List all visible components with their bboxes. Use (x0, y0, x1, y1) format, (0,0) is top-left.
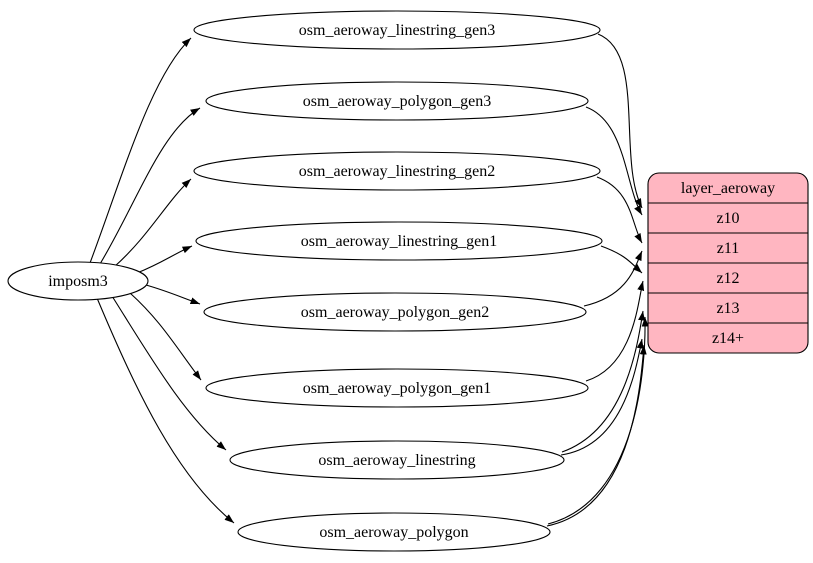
edge-imposm3-osm-aeroway-linestring-gen3 (89, 37, 192, 264)
table-node-shape (237, 512, 551, 552)
table-node-shape (205, 81, 589, 121)
table-node-label: osm_aeroway_polygon_gen2 (301, 304, 489, 321)
table-node-shape (193, 151, 601, 191)
edge-osm-aeroway-linestring-gen1-z12 (600, 245, 643, 274)
table-node-label: osm_aeroway_linestring_gen1 (301, 233, 497, 250)
layer-row-z11: z11 (717, 240, 740, 257)
layer-row-z10: z10 (716, 210, 739, 227)
edge-osm-aeroway-linestring-gen3-z10 (597, 33, 643, 209)
table-node-osm-aeroway-linestring-gen2: osm_aeroway_linestring_gen2 (193, 151, 601, 191)
source-node-label: imposm3 (48, 273, 108, 290)
edge-osm-aeroway-polygon-gen3-z10 (585, 106, 643, 216)
table-node-osm-aeroway-linestring-gen1: osm_aeroway_linestring_gen1 (195, 221, 603, 261)
layer-node-title: layer_aeroway (681, 180, 775, 197)
edge-imposm3-osm-aeroway-linestring-gen1 (136, 245, 193, 274)
table-node-osm-aeroway-linestring: osm_aeroway_linestring (229, 440, 565, 480)
table-node-osm-aeroway-linestring-gen3: osm_aeroway_linestring_gen3 (193, 10, 601, 50)
edge-osm-aeroway-linestring-z14 (560, 338, 644, 456)
table-node-osm-aeroway-polygon: osm_aeroway_polygon (237, 512, 551, 552)
layer-row-z14: z14+ (712, 330, 744, 347)
edge-osm-aeroway-linestring-z13 (561, 310, 646, 453)
layer-row-z13: z13 (716, 300, 739, 317)
source-node-shape (7, 261, 149, 301)
table-node-shape (195, 221, 603, 261)
table-node-osm-aeroway-polygon-gen1: osm_aeroway_polygon_gen1 (205, 368, 589, 408)
table-node-shape (229, 440, 565, 480)
edge-osm-aeroway-polygon-gen1-z12 (585, 280, 645, 382)
edge-imposm3-osm-aeroway-linestring-gen2 (113, 178, 192, 268)
edge-imposm3-osm-aeroway-polygon-gen3 (99, 107, 201, 265)
table-node-label: osm_aeroway_polygon_gen1 (303, 380, 491, 397)
edge-osm-aeroway-polygon-z13 (547, 316, 649, 525)
edge-osm-aeroway-polygon-gen2-z11 (583, 250, 643, 307)
source-node-imposm3: imposm3 (7, 261, 149, 301)
edge-osm-aeroway-linestring-gen2-z11 (596, 176, 643, 244)
table-node-label: osm_aeroway_linestring_gen3 (299, 22, 495, 39)
table-node-shape (205, 368, 589, 408)
table-node-label: osm_aeroway_linestring_gen2 (299, 163, 495, 180)
table-node-label: osm_aeroway_polygon_gen3 (303, 93, 491, 110)
table-node-osm-aeroway-polygon-gen2: osm_aeroway_polygon_gen2 (203, 292, 587, 332)
layer-row-z12: z12 (716, 270, 739, 287)
edge-imposm3-osm-aeroway-polygon-gen2 (145, 284, 201, 305)
table-node-label: osm_aeroway_polygon (319, 524, 468, 541)
table-node-shape (193, 10, 601, 50)
layer-node-layer-aeroway: layer_aeroway z10 z11 z12 z13 z14+ (647, 172, 809, 354)
edge-imposm3-osm-aeroway-linestring (111, 295, 227, 451)
edge-osm-aeroway-polygon-z14 (546, 344, 647, 527)
table-node-label: osm_aeroway_linestring (318, 452, 475, 469)
edge-imposm3-osm-aeroway-polygon-gen1 (129, 292, 202, 381)
edge-imposm3-osm-aeroway-polygon (96, 297, 235, 524)
table-node-shape (203, 292, 587, 332)
edges-tables-to-layer (546, 33, 649, 527)
table-node-osm-aeroway-polygon-gen3: osm_aeroway_polygon_gen3 (205, 81, 589, 121)
edges-source-to-tables (89, 37, 235, 524)
